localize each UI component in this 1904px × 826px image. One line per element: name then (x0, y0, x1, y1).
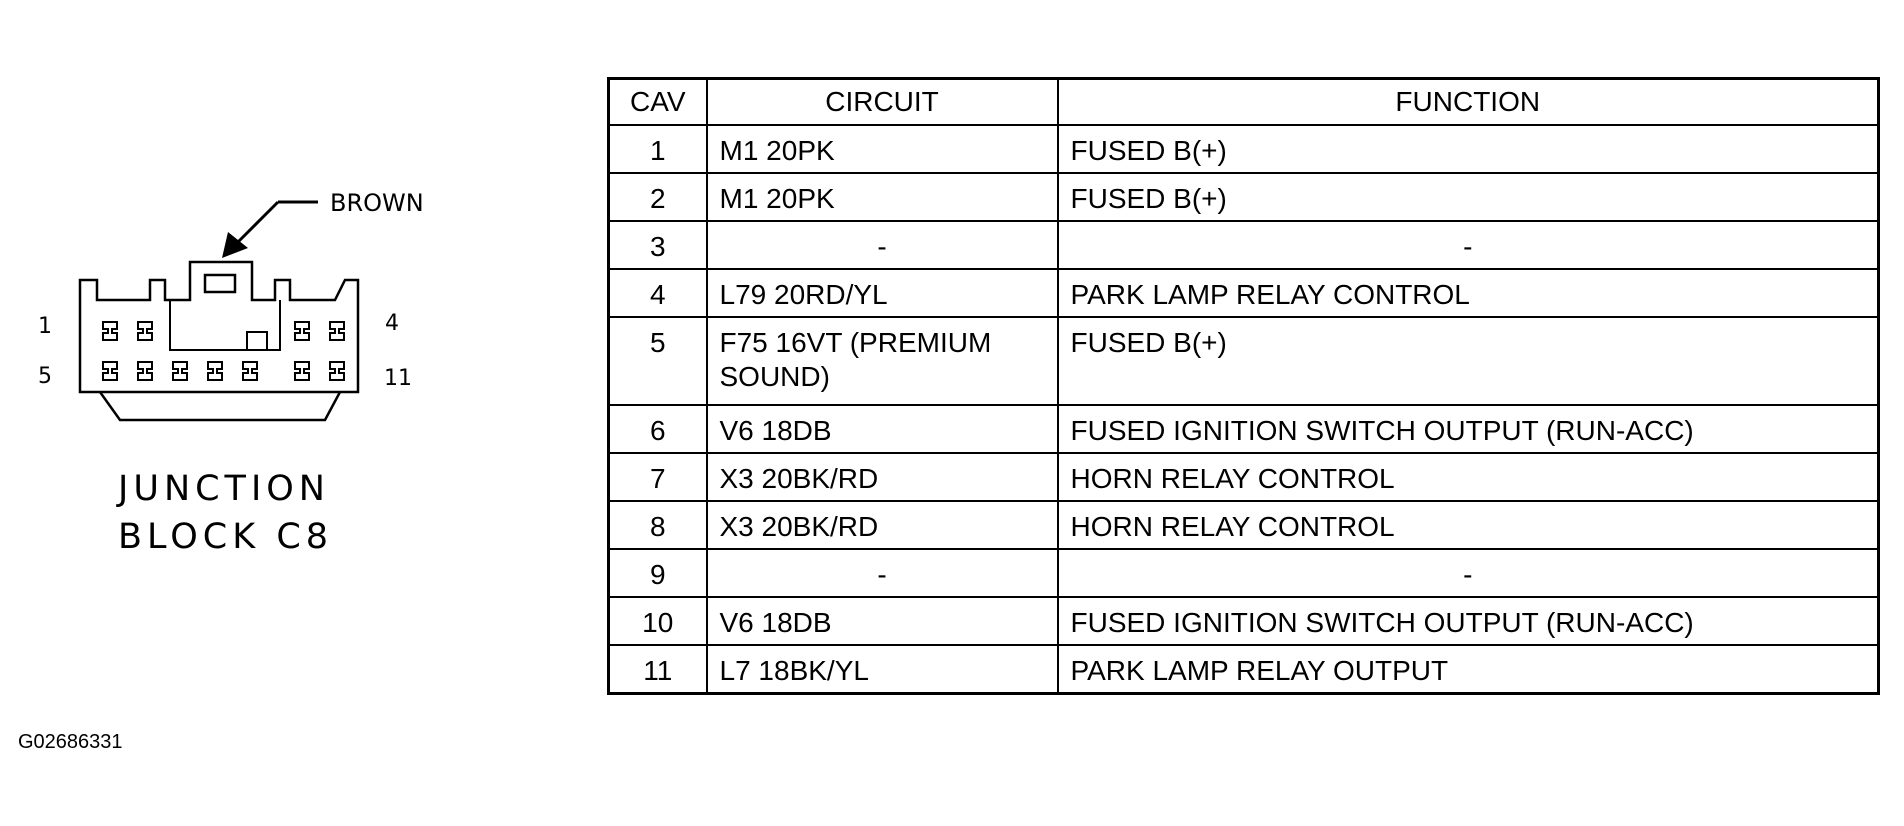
cavity-top-2 (137, 321, 153, 341)
header-cav: CAV (607, 77, 708, 126)
cavity-top-3 (294, 321, 310, 341)
cell-circuit: V6 18DB (705, 596, 1059, 646)
cell-cav: 2 (607, 172, 708, 222)
cell-function: - (1056, 220, 1880, 270)
cell-circuit: - (705, 548, 1059, 598)
cavity-row-bottom (102, 361, 345, 381)
connector-diagram: BROWN 1 4 5 11 JUNCTION BLOCK C8 (38, 189, 424, 557)
cell-cav: 4 (607, 268, 708, 318)
cell-cav: 6 (607, 404, 708, 454)
cell-function: PARK LAMP RELAY CONTROL (1056, 268, 1880, 318)
cell-cav: 3 (607, 220, 708, 270)
header-circuit: CIRCUIT (705, 77, 1059, 126)
cell-circuit: L7 18BK/YL (705, 644, 1059, 694)
cell-function: FUSED B(+) (1056, 172, 1880, 222)
cavity-bottom-5 (242, 361, 258, 381)
pin-label-11: 11 (384, 366, 412, 391)
connector-key-slot (246, 331, 268, 351)
cell-cav: 9 (607, 548, 708, 598)
cell-circuit: X3 20BK/RD (705, 500, 1059, 550)
color-callout-label: BROWN (330, 189, 424, 217)
connector-housing (78, 260, 360, 394)
cavity-row-top (102, 321, 345, 341)
connector-latch (203, 273, 237, 294)
callout-arrowhead (222, 232, 248, 258)
caption-line-2: BLOCK C8 (118, 517, 333, 557)
pin-label-4: 4 (385, 311, 399, 336)
cavity-bottom-3 (172, 361, 188, 381)
cell-function: HORN RELAY CONTROL (1056, 500, 1880, 550)
cavity-bottom-2 (137, 361, 153, 381)
cavity-bottom-1 (102, 361, 118, 381)
cell-function: FUSED IGNITION SWITCH OUTPUT (RUN-ACC) (1056, 596, 1880, 646)
cell-cav: 5 (607, 316, 708, 406)
caption-line-1: JUNCTION (116, 469, 330, 509)
table-row: 3-- (607, 220, 1880, 270)
cell-cav: 7 (607, 452, 708, 502)
figure-id: G02686331 (18, 731, 123, 753)
connector-bottom-skirt (98, 391, 342, 422)
cell-function: PARK LAMP RELAY OUTPUT (1056, 644, 1880, 694)
cell-circuit: M1 20PK (705, 172, 1059, 222)
cell-circuit: - (705, 220, 1059, 270)
cavity-top-1 (102, 321, 118, 341)
cell-circuit: X3 20BK/RD (705, 452, 1059, 502)
table-header-row: CAV CIRCUIT FUNCTION (607, 77, 1880, 126)
cell-cav: 10 (607, 596, 708, 646)
cell-cav: 1 (607, 124, 708, 174)
header-function: FUNCTION (1056, 77, 1880, 126)
cavity-bottom-4 (207, 361, 223, 381)
cell-function: FUSED IGNITION SWITCH OUTPUT (RUN-ACC) (1056, 404, 1880, 454)
cell-function: - (1056, 548, 1880, 598)
cell-cav: 11 (607, 644, 708, 694)
cell-circuit: M1 20PK (705, 124, 1059, 174)
cavity-top-4 (329, 321, 345, 341)
pin-label-1: 1 (38, 314, 52, 339)
cavity-bottom-6 (294, 361, 310, 381)
cavity-bottom-7 (329, 361, 345, 381)
cell-circuit: L79 20RD/YL (705, 268, 1059, 318)
cell-cav: 8 (607, 500, 708, 550)
cell-function: HORN RELAY CONTROL (1056, 452, 1880, 502)
cell-circuit: F75 16VT (PREMIUM SOUND) (705, 316, 1059, 406)
cell-function: FUSED B(+) (1056, 124, 1880, 174)
table-row: 9-- (607, 548, 1880, 598)
cell-circuit: V6 18DB (705, 404, 1059, 454)
callout-arrow-shaft (236, 200, 280, 244)
connector-inner-recess (169, 300, 281, 351)
cell-function: FUSED B(+) (1056, 316, 1880, 406)
pin-label-5: 5 (38, 364, 52, 389)
